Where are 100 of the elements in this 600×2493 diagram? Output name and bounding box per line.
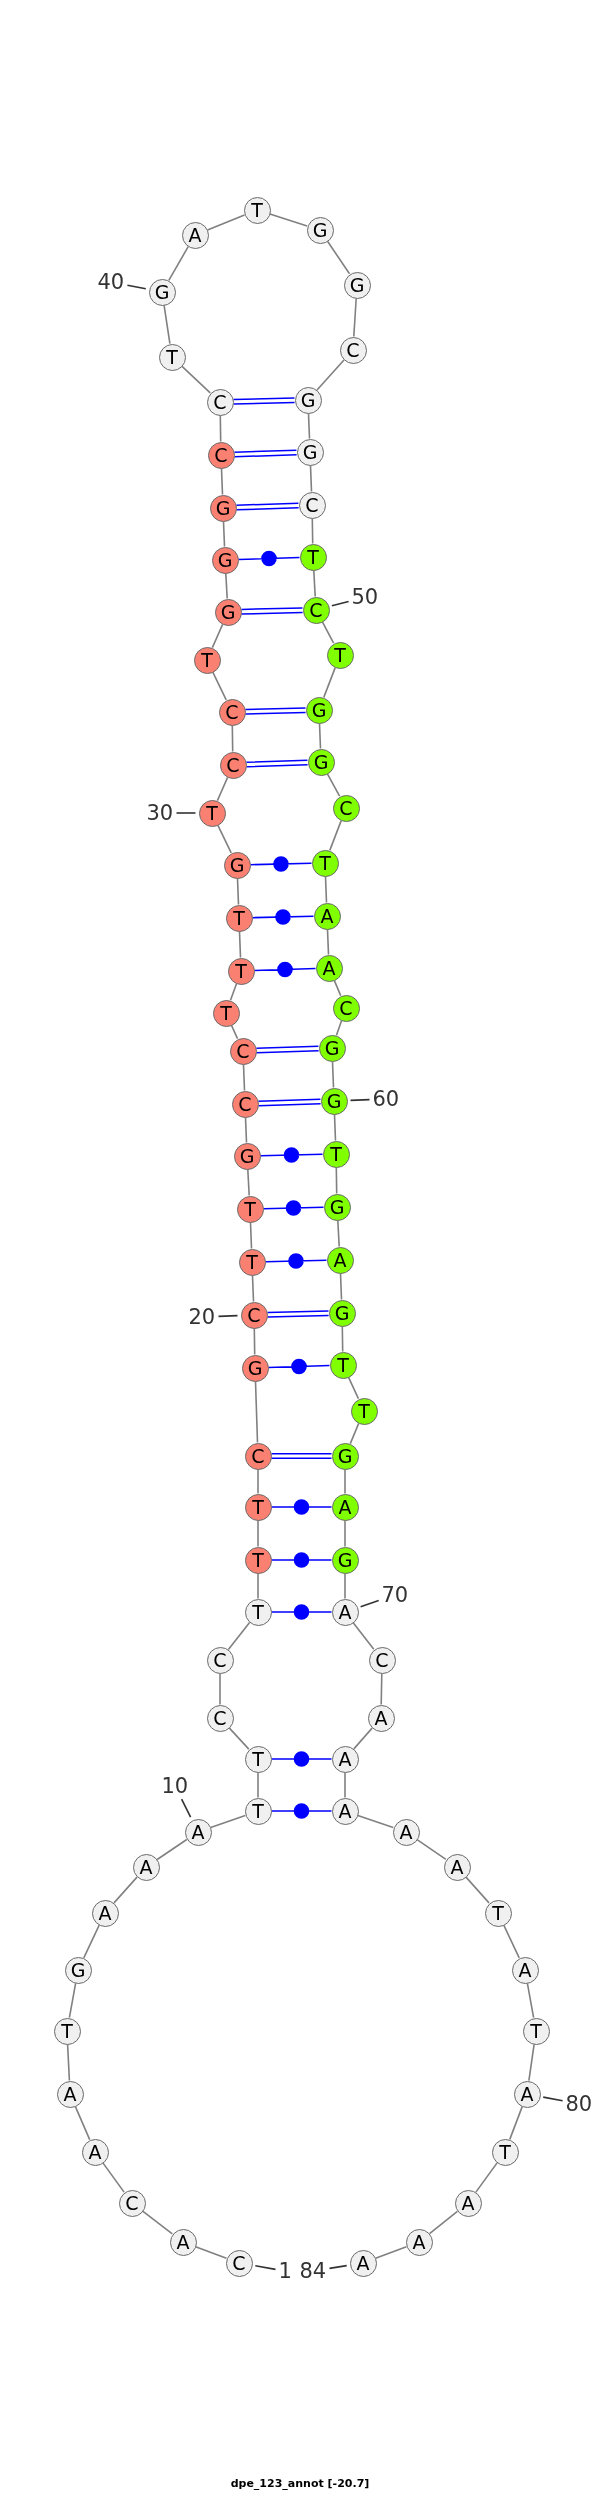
- backbone-line: [156, 1838, 188, 1861]
- base-pair-dot-line: [270, 1751, 333, 1767]
- backbone-line: [349, 1422, 360, 1445]
- backbone-line: [526, 1982, 535, 2019]
- leader-line: [175, 812, 197, 814]
- base-pair-dot-line: [270, 1499, 333, 1515]
- nucleotide-circle: C: [206, 1646, 234, 1674]
- backbone-line: [257, 1519, 259, 1548]
- base-pair-double-line: [232, 397, 296, 405]
- nucleotide-circle: G: [233, 1142, 261, 1170]
- nucleotide-circle: A: [405, 2228, 433, 2256]
- base-pair-dot-line: [270, 1604, 333, 1620]
- backbone-line: [428, 2210, 459, 2235]
- backbone-line: [253, 1327, 256, 1356]
- backbone-line: [475, 2162, 498, 2193]
- nucleotide-circle: T: [225, 904, 253, 932]
- nucleotide-circle: A: [331, 1493, 359, 1521]
- backbone-line: [321, 621, 335, 644]
- nucleotide-circle: T: [227, 957, 255, 985]
- base-pair-dot-line: [267, 1358, 331, 1375]
- nucleotide-circle: A: [331, 1598, 359, 1626]
- nucleotide-circle: G: [241, 1354, 269, 1382]
- backbone-line: [509, 2105, 523, 2141]
- backbone-line: [219, 414, 222, 443]
- nucleotide-circle: A: [511, 1956, 539, 1984]
- backbone-line: [168, 245, 189, 282]
- position-number: 1: [278, 2260, 292, 2282]
- position-number: 84: [299, 2260, 327, 2282]
- nucleotide-circle: C: [298, 491, 326, 519]
- position-number: 40: [97, 271, 125, 293]
- backbone-line: [68, 1982, 77, 2019]
- backbone-line: [269, 213, 308, 227]
- nucleotide-circle: G: [305, 696, 333, 724]
- base-pair-dot-line: [262, 1200, 325, 1216]
- backbone-line: [225, 572, 228, 600]
- nucleotide-circle: C: [118, 2189, 146, 2217]
- nucleotide-circle: T: [244, 1546, 272, 1574]
- base-pair-double-line: [240, 607, 304, 615]
- nucleotide-circle: A: [454, 2189, 482, 2217]
- backbone-line: [66, 2043, 71, 2082]
- backbone-line: [181, 365, 211, 394]
- nucleotide-circle: A: [326, 1246, 354, 1274]
- nucleotide-circle: T: [244, 1598, 272, 1626]
- backbone-line: [333, 1113, 337, 1142]
- backbone-line: [374, 2245, 408, 2260]
- nucleotide-circle: T: [244, 1493, 272, 1521]
- base-pair-double-line: [257, 1098, 322, 1107]
- nucleotide-circle: A: [181, 221, 209, 249]
- backbone-line: [211, 623, 224, 649]
- nucleotide-circle: T: [53, 2017, 81, 2045]
- nucleotide-circle: T: [484, 1899, 512, 1927]
- nucleotide-circle: A: [169, 2228, 197, 2256]
- backbone-line: [353, 297, 357, 338]
- backbone-line: [329, 819, 342, 852]
- backbone-line: [229, 982, 238, 1002]
- backbone-line: [323, 666, 336, 699]
- nucleotide-circle: G: [214, 598, 242, 626]
- position-number: 10: [161, 1775, 189, 1797]
- backbone-line: [228, 1727, 250, 1750]
- nucleotide-circle: T: [322, 1140, 350, 1168]
- backbone-line: [219, 1672, 221, 1706]
- nucleotide-circle: G: [331, 1546, 359, 1574]
- backbone-line: [257, 1572, 259, 1600]
- backbone-line: [465, 1876, 490, 1904]
- backbone-line: [242, 1063, 246, 1092]
- backbone-line: [335, 1166, 338, 1195]
- backbone-line: [353, 1727, 373, 1750]
- backbone-line: [326, 928, 330, 956]
- nucleotide-circle: A: [513, 2080, 541, 2108]
- base-pair-double-line: [233, 449, 298, 458]
- nucleotide-circle: A: [184, 1818, 212, 1846]
- backbone-line: [227, 1621, 251, 1651]
- nucleotide-circle: C: [332, 994, 360, 1022]
- backbone-line: [238, 930, 242, 959]
- backbone-line: [102, 2162, 125, 2193]
- nucleotide-circle: C: [240, 1301, 268, 1329]
- backbone-line: [503, 1924, 520, 1959]
- nucleotide-circle: G: [328, 1299, 356, 1327]
- backbone-line: [357, 1814, 394, 1829]
- leader-line: [349, 1098, 371, 1102]
- base-pair-double-line: [270, 1452, 333, 1460]
- nucleotide-circle: T: [299, 543, 327, 571]
- leader-line: [359, 1599, 380, 1608]
- nucleotide-circle: T: [198, 799, 226, 827]
- nucleotide-circle: A: [91, 1899, 119, 1927]
- nucleotide-circle: T: [329, 1351, 357, 1379]
- nucleotide-circle: A: [81, 2138, 109, 2166]
- nucleotide-circle: T: [236, 1195, 264, 1223]
- backbone-line: [244, 1116, 248, 1144]
- leader-line: [254, 2265, 277, 2271]
- backbone-line: [331, 1060, 335, 1089]
- backbone-line: [344, 1572, 346, 1600]
- nucleotide-circle: C: [206, 1704, 234, 1732]
- backbone-line: [257, 1468, 259, 1495]
- nucleotide-circle: G: [296, 438, 324, 466]
- backbone-line: [247, 1168, 250, 1197]
- nucleotide-circle: G: [294, 386, 322, 414]
- nucleotide-circle: C: [218, 698, 246, 726]
- caption: dpe_123_annot [-20.7]: [230, 2477, 370, 2490]
- nucleotide-circle: G: [331, 1442, 359, 1470]
